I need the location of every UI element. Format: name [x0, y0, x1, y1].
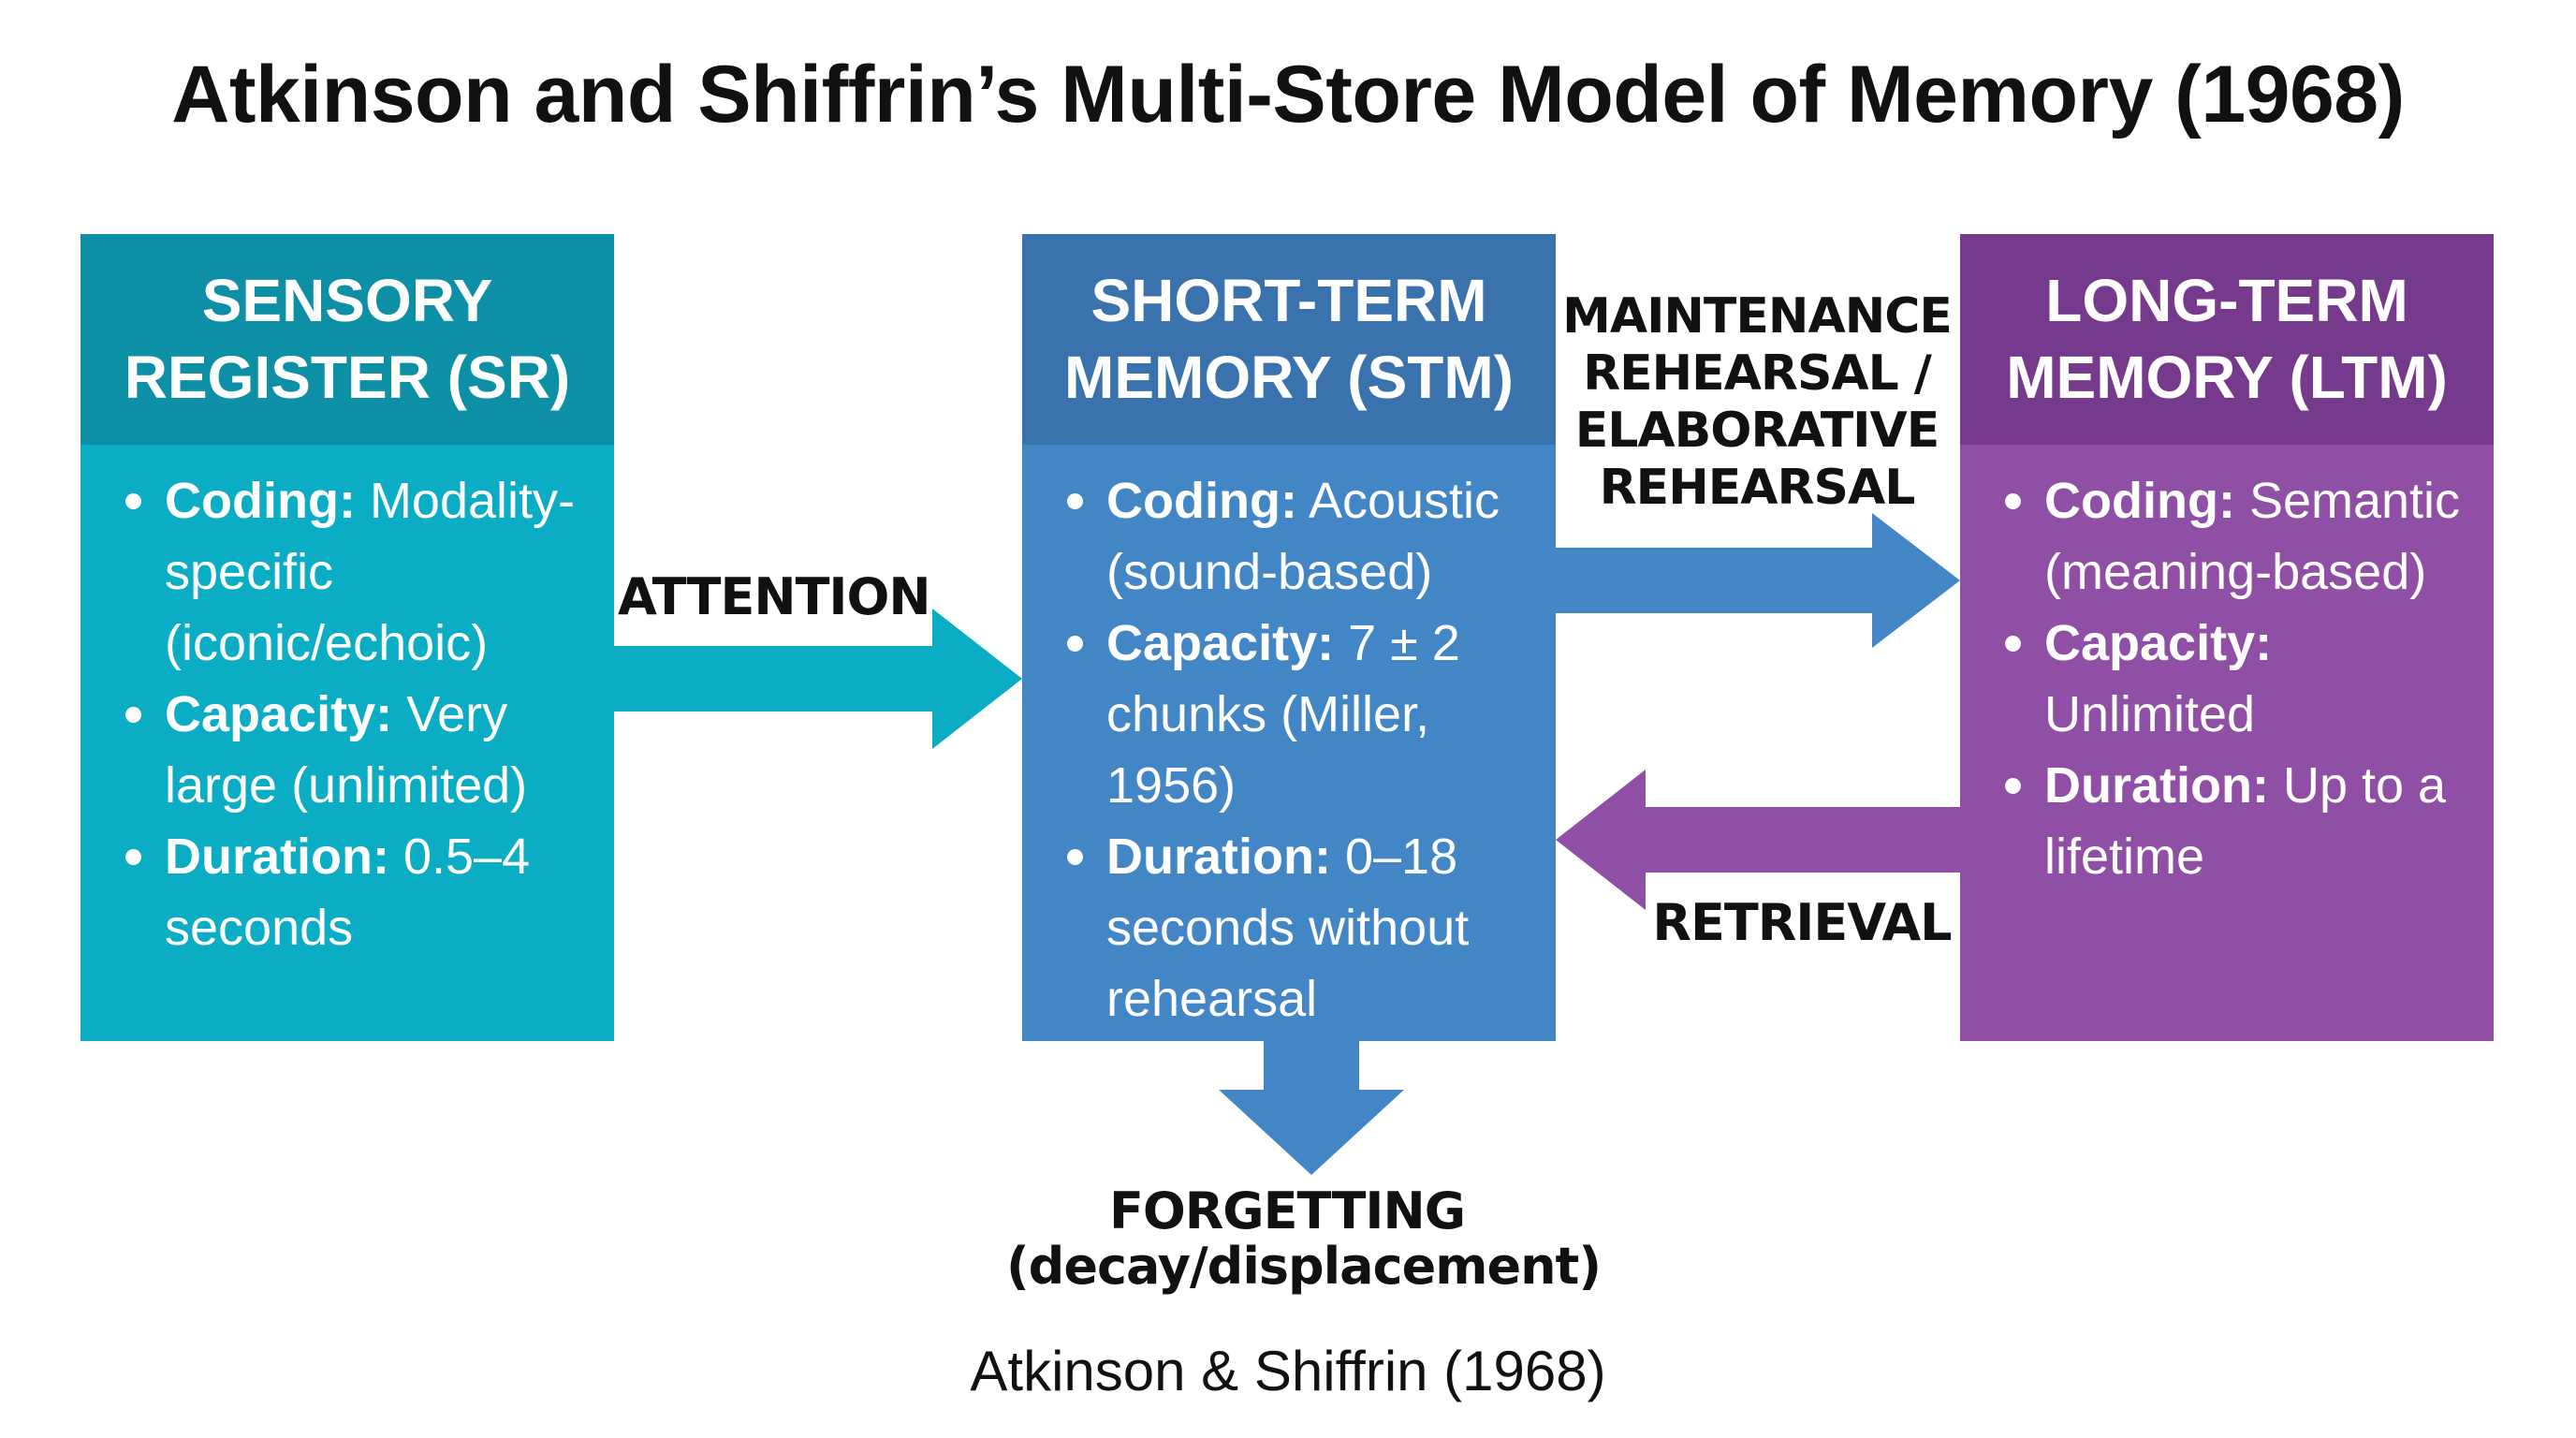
sensory-register-body: Coding: Modality-specific (iconic/echoic… [80, 445, 614, 963]
short-term-memory-heading: SHORT-TERM MEMORY (STM) [1022, 234, 1556, 445]
long-term-memory-heading: LONG-TERM MEMORY (LTM) [1960, 234, 2494, 445]
item-value: 0–18 seconds without rehearsal [1106, 829, 1470, 1027]
item-value: 0.5–4 seconds [165, 829, 531, 956]
sensory-capacity-item: Capacity: Very large (unlimited) [122, 679, 605, 821]
item-value: 7 ± 2 chunks (Miller, 1956) [1106, 615, 1460, 814]
ltm-coding-item: Coding: Semantic (meaning-based) [2001, 465, 2484, 608]
sensory-duration-item: Duration: 0.5–4 seconds [122, 821, 605, 963]
item-key: Duration: [1106, 829, 1331, 885]
ltm-capacity-item: Capacity: Unlimited [2001, 608, 2484, 750]
rehearsal-label: MAINTENANCE REHEARSAL / ELABORATIVE REHE… [1562, 288, 1953, 516]
short-term-memory-list: Coding: Acoustic (sound-based) Capacity:… [1063, 465, 1546, 1034]
item-key: Duration: [165, 829, 389, 885]
item-key: Capacity: [2044, 615, 2273, 671]
item-value: Very large (unlimited) [165, 686, 528, 814]
long-term-memory-body: Coding: Semantic (meaning-based) Capacit… [1960, 445, 2494, 892]
attention-label: ATTENTION [618, 567, 931, 626]
short-term-memory-box: SHORT-TERM MEMORY (STM) Coding: Acoustic… [1022, 234, 1556, 1041]
sensory-register-list: Coding: Modality-specific (iconic/echoic… [122, 465, 605, 963]
item-key: Coding: [2044, 473, 2235, 529]
retrieval-label: RETRIEVAL [1652, 893, 1952, 952]
sensory-register-heading: SENSORY REGISTER (SR) [80, 234, 614, 445]
item-key: Capacity: [165, 686, 393, 742]
item-key: Duration: [2044, 757, 2269, 814]
item-value: Up to a lifetime [2044, 757, 2447, 885]
attention-arrow [614, 609, 1022, 749]
long-term-memory-list: Coding: Semantic (meaning-based) Capacit… [2001, 465, 2484, 892]
stm-duration-item: Duration: 0–18 seconds without rehearsal [1063, 821, 1546, 1034]
retrieval-arrow [1556, 770, 1960, 910]
short-term-memory-body: Coding: Acoustic (sound-based) Capacity:… [1022, 445, 1556, 1034]
sensory-coding-item: Coding: Modality-specific (iconic/echoic… [122, 465, 605, 679]
item-value: Acoustic (sound-based) [1106, 473, 1500, 600]
stm-capacity-item: Capacity: 7 ± 2 chunks (Miller, 1956) [1063, 608, 1546, 821]
sensory-register-box: SENSORY REGISTER (SR) Coding: Modality-s… [80, 234, 614, 1041]
item-key: Coding: [165, 473, 356, 529]
long-term-memory-box: LONG-TERM MEMORY (LTM) Coding: Semantic … [1960, 234, 2494, 1041]
item-value: Semantic (meaning-based) [2044, 473, 2461, 600]
stm-coding-item: Coding: Acoustic (sound-based) [1063, 465, 1546, 608]
citation: Atkinson & Shiffrin (1968) [970, 1340, 1606, 1402]
item-key: Coding: [1106, 473, 1297, 529]
item-value: Modality-specific (iconic/echoic) [165, 473, 576, 671]
item-value: Unlimited [2044, 686, 2256, 742]
item-key: Capacity: [1106, 615, 1335, 671]
rehearsal-arrow [1556, 513, 1960, 648]
ltm-duration-item: Duration: Up to a lifetime [2001, 750, 2484, 892]
forgetting-label: FORGETTING (decay/displacement) [1006, 1181, 1602, 1296]
forgetting-arrow [1219, 1041, 1404, 1175]
page-title: Atkinson and Shiffrin’s Multi-Store Mode… [171, 50, 2405, 139]
